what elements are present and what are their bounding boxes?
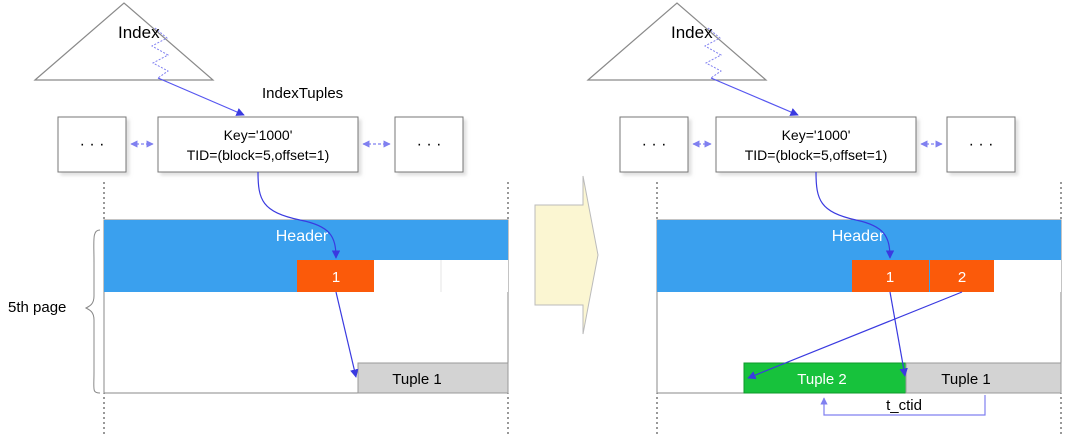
- left-panel: Index IndexTuples · · · Key='1000' TID=(…: [8, 2, 509, 435]
- line-pointer-1-label: 1: [332, 269, 340, 286]
- pointer-to-tuple-arrow: [335, 291, 359, 378]
- side-box-right: [394, 116, 464, 173]
- side-box-left: [619, 116, 689, 173]
- tid-to-pointer-arrow: [257, 171, 341, 259]
- side-box-right-dots: · · ·: [417, 136, 442, 153]
- page-label: 5th page: [8, 299, 66, 316]
- index-triangle: [33, 2, 215, 81]
- tuple-2: [743, 362, 907, 394]
- tuple-1: [357, 362, 509, 394]
- tuple-2-label: Tuple 2: [797, 371, 846, 388]
- index-pointer-arrow: [157, 77, 245, 116]
- right-panel: Index · · · Key='1000' TID=(block=5,offs…: [586, 2, 1062, 435]
- page-brace: [84, 229, 101, 394]
- header-label: Header: [276, 228, 329, 245]
- index-tuples-label: IndexTuples: [262, 85, 343, 102]
- tid-text: TID=(block=5,offset=1): [745, 147, 888, 163]
- ctid-link: [820, 395, 986, 416]
- side-box-right-dots: · · ·: [969, 136, 994, 153]
- side-box-left: [57, 116, 127, 173]
- ctid-label: t_ctid: [886, 397, 922, 414]
- transition-arrow: [534, 175, 599, 335]
- index-zigzag: [150, 27, 170, 79]
- tuple-1: [905, 362, 1062, 394]
- tuple-1-label: Tuple 1: [392, 371, 441, 388]
- index-triangle: [586, 2, 768, 81]
- index-zigzag: [703, 27, 723, 79]
- side-box-right: [946, 116, 1016, 173]
- tid-text: TID=(block=5,offset=1): [187, 147, 330, 163]
- key-text: Key='1000': [224, 127, 293, 143]
- line-pointer-1: [297, 260, 374, 292]
- index-pointer-arrow: [710, 77, 799, 116]
- tid-to-pointer-arrow: [815, 171, 895, 259]
- side-box-left-dots: · · ·: [80, 136, 105, 153]
- header-label: Header: [832, 228, 885, 245]
- index-label: Index: [118, 23, 160, 42]
- pointer2-to-tuple2-arrow: [747, 291, 963, 380]
- key-text: Key='1000': [782, 127, 851, 143]
- line-pointer-2-label: 2: [958, 269, 966, 286]
- index-label: Index: [671, 23, 713, 42]
- line-pointer-1: [852, 260, 929, 292]
- line-pointer-2: [930, 260, 994, 292]
- pointer1-to-tuple1-arrow: [889, 291, 908, 377]
- side-box-left-dots: · · ·: [642, 136, 667, 153]
- index-tuple-box: [157, 116, 359, 173]
- header-white-area: [994, 260, 1061, 292]
- tuple-1-label: Tuple 1: [941, 371, 990, 388]
- index-tuple-box: [715, 116, 917, 173]
- line-pointer-1-label: 1: [886, 269, 894, 286]
